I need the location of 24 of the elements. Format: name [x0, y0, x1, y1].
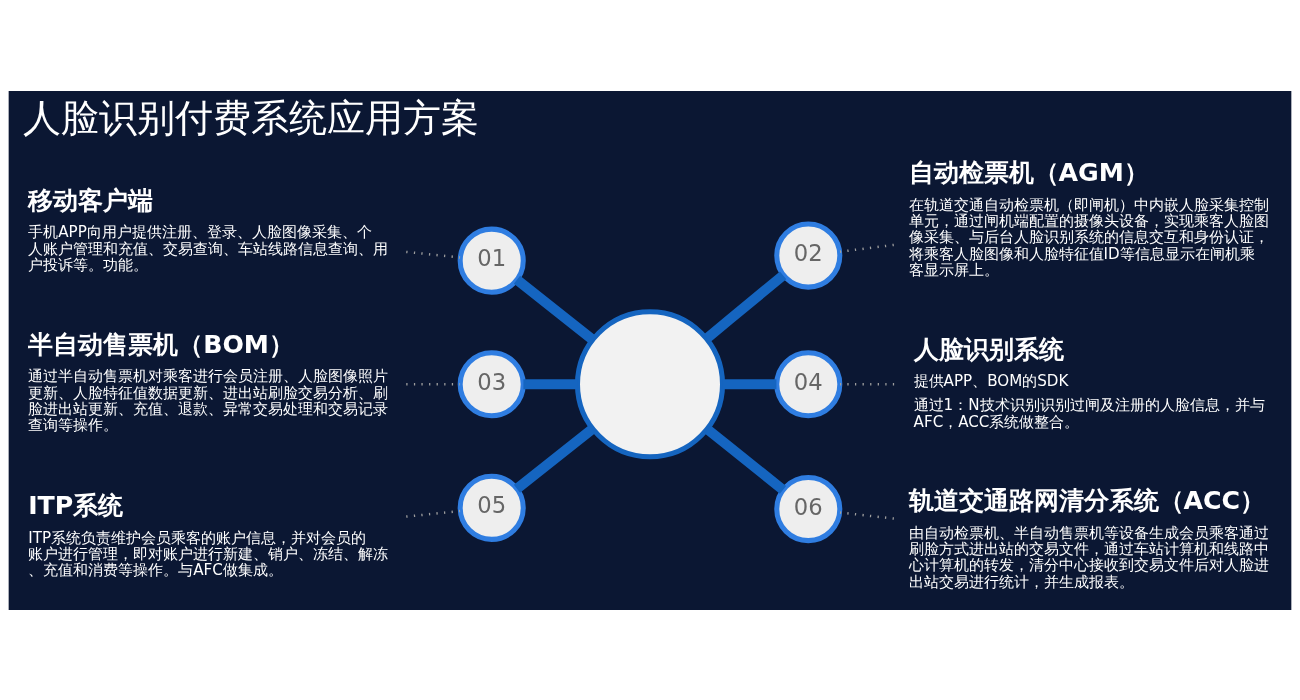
- node-circle: 05: [457, 473, 526, 542]
- connector: [406, 250, 461, 259]
- node-circle: 04: [774, 349, 843, 418]
- node-text: 轨道交通路网清分系统（ACC） 由自动检票机、半自动售票机等设备生成会员乘客通过刷脸方式进出站的交易文件，通过车站计算机和线路中心计算机的转发，清分中心接收到交易文件后对人脸进出站交易进行统计，并生成报表。: [908, 485, 1269, 591]
- node-text: ITP系统 ITP系统负责维护会员乘客的账户信息，并对会员的账户进行管理，即对账户进行新建、销户、冻结、解冻、充值和消费等操作。与AFC做集成。: [28, 490, 389, 579]
- node-text: 半自动售票机（BOM） 通过半自动售票机对乘客进行会员注册、人脸图像照片更新、人脸特征值数据更新、进出站刷脸交易分析、刷脸进出站更新、充值、退款、异常交易处理和交易记录查询等操作。: [28, 329, 389, 434]
- connector: [513, 424, 596, 493]
- node-circle: [574, 308, 726, 459]
- connector: [722, 378, 777, 389]
- node-text: 自动检票机（AGM） 在轨道交通自动检票机（即闸机）中内嵌人脸采集控制单元，通过闸机端配置的摄像头设备，实现乘客人脸图像采集、与后台人脸识别系统的信息交互和身份认证，将乘客人脸图像和人脸特征值ID等信息显示在闸机乘客显示屏上。: [908, 157, 1269, 279]
- node-circle: 02: [774, 221, 843, 290]
- diagram-title: 人脸识别付费系统应用方案: [23, 95, 480, 140]
- node-circle: 03: [457, 349, 526, 418]
- node-circle: 01: [457, 226, 526, 295]
- connector: [703, 270, 787, 342]
- connector: [406, 509, 461, 518]
- connector: [839, 243, 895, 253]
- connector: [513, 275, 596, 343]
- node-text: 人脸识别系统 提供APP、BOM的SDK 通过1：N技术识别识别过闸及注册的人脸信息，并与AFC，ACC系统做整合。: [913, 334, 1265, 431]
- connector: [704, 424, 787, 494]
- node-circle: 06: [774, 474, 843, 543]
- connector: [523, 378, 578, 389]
- node-text: 移动客户端 手机APP向用户提供注册、登录、人脸图像采集、个人账户管理和充值、交易查询、车站线路信息查询、用户投诉等。功能。: [28, 185, 389, 274]
- connector: [839, 510, 895, 520]
